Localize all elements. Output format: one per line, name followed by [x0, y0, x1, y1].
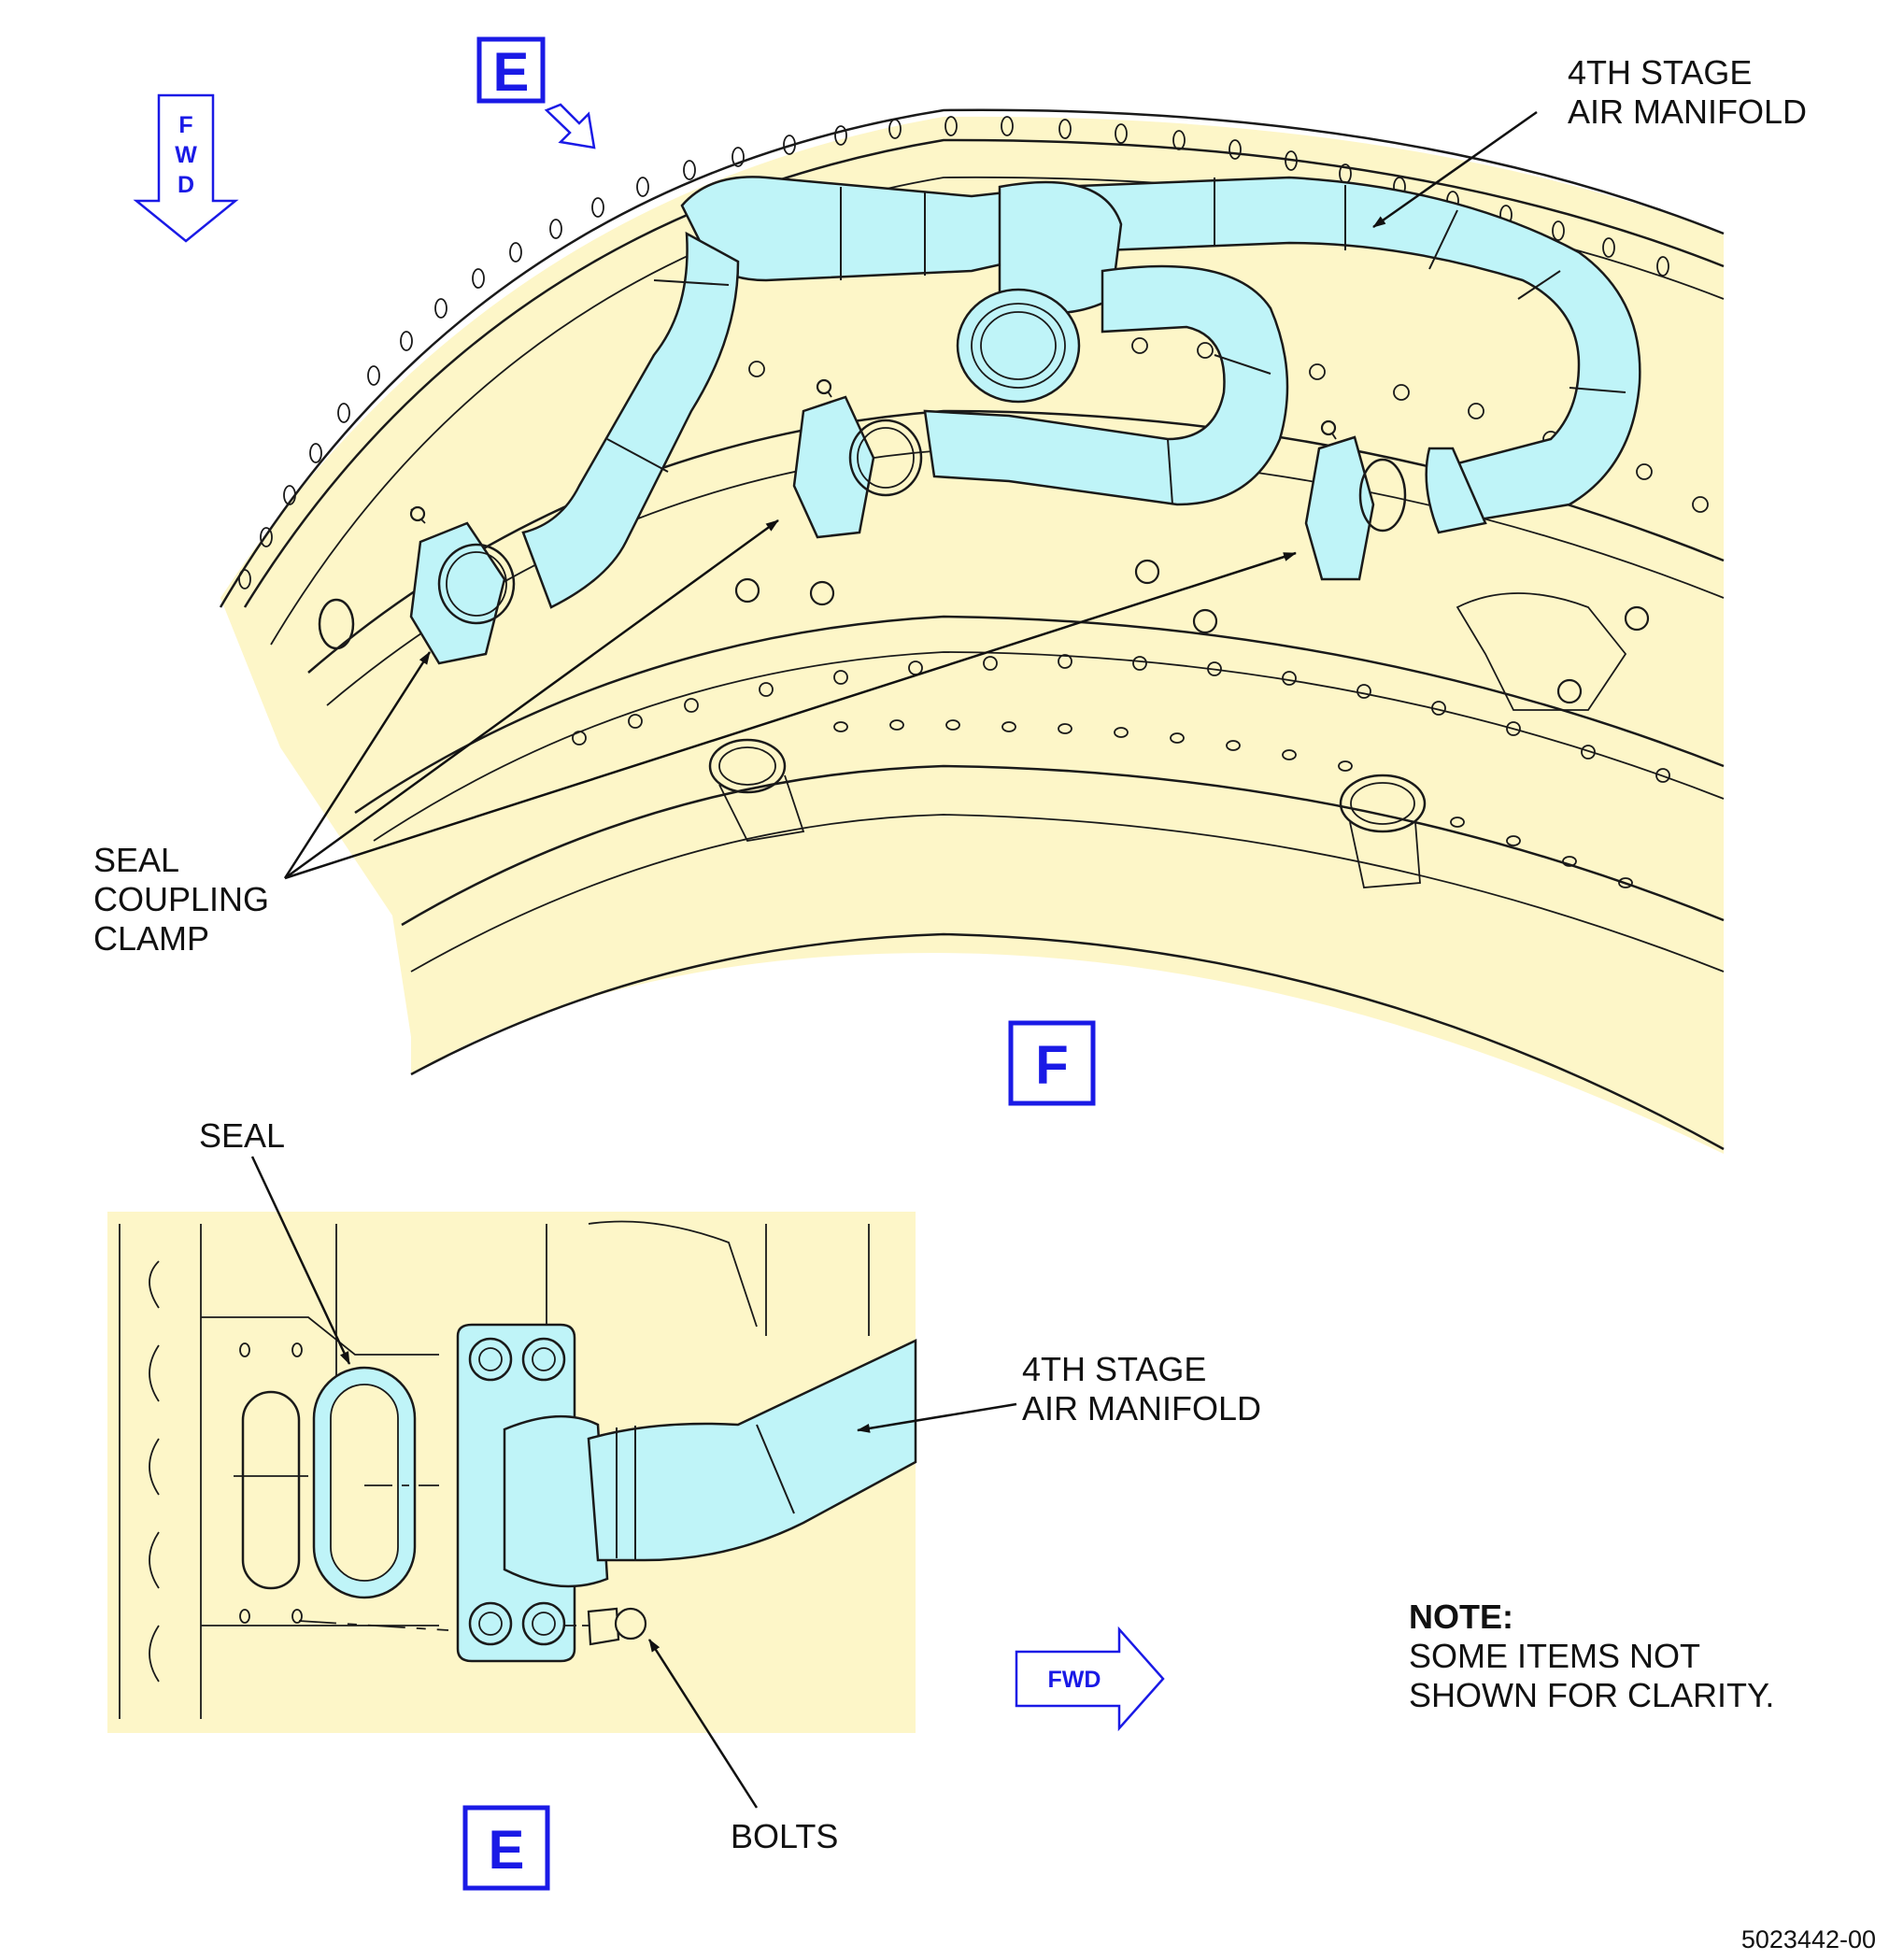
fwd-arrow-right-icon	[1015, 1626, 1165, 1732]
note-line: SOME ITEMS NOT	[1409, 1637, 1700, 1675]
fwd-letter: D	[178, 172, 194, 198]
view-marker-letter: E	[493, 42, 530, 103]
fwd-arrow-top: F W D	[133, 93, 239, 243]
note: NOTE: SOME ITEMS NOT SHOWN FOR CLARITY.	[1409, 1598, 1774, 1714]
view-marker-letter: E	[489, 1820, 525, 1881]
seal-coupling-clamp-middle	[792, 378, 923, 539]
label-line: COUPLING	[93, 880, 269, 918]
note-heading: NOTE:	[1409, 1598, 1513, 1636]
case-bosses	[318, 559, 1650, 888]
detail-e-view	[107, 1212, 917, 1733]
air-manifold-pipes	[521, 176, 1641, 609]
label-seal: SEAL	[199, 1116, 285, 1155]
fwd-letter: F	[178, 112, 192, 138]
view-marker-e-top: E	[476, 36, 596, 149]
label-line: SEAL	[93, 841, 179, 879]
manifold-flange	[456, 1323, 609, 1663]
fwd-label: FWD	[1048, 1667, 1101, 1693]
label-line: AIR MANIFOLD	[1022, 1389, 1261, 1427]
label-line: AIR MANIFOLD	[1568, 92, 1807, 131]
label-line: 4TH STAGE	[1568, 53, 1752, 92]
label-bolts: BOLTS	[731, 1817, 838, 1855]
view-marker-f: F	[1008, 1020, 1096, 1106]
fwd-arrow-bottom: FWD	[1015, 1626, 1165, 1732]
seal-coupling-clamp-left	[409, 505, 516, 665]
seal-coupling-clamp-right	[1304, 419, 1407, 581]
label-4th-stage-air-manifold-detail: 4TH STAGE AIR MANIFOLD	[1022, 1350, 1261, 1427]
detail-manifold-pipe	[587, 1339, 917, 1562]
flange-bolt-holes	[238, 116, 1669, 589]
seal-ring	[312, 1366, 417, 1599]
label-4th-stage-air-manifold-top: 4TH STAGE AIR MANIFOLD	[1568, 53, 1807, 131]
document-number: 5023442-00	[1741, 1925, 1876, 1953]
label-seal-coupling-clamp: SEAL COUPLING CLAMP	[93, 841, 269, 958]
leader-lines	[250, 110, 1538, 1809]
label-line: 4TH STAGE	[1022, 1350, 1206, 1388]
fwd-letter: W	[175, 142, 197, 168]
fwd-arrow-down-icon	[133, 93, 239, 243]
detail-bolt	[565, 1607, 647, 1646]
view-direction-arrow-icon	[544, 103, 596, 149]
view-marker-letter: F	[1035, 1035, 1068, 1096]
note-line: SHOWN FOR CLARITY.	[1409, 1676, 1774, 1714]
view-f-engine-case	[219, 108, 1725, 1154]
label-line: CLAMP	[93, 919, 209, 958]
view-marker-e-bottom: E	[462, 1805, 550, 1891]
